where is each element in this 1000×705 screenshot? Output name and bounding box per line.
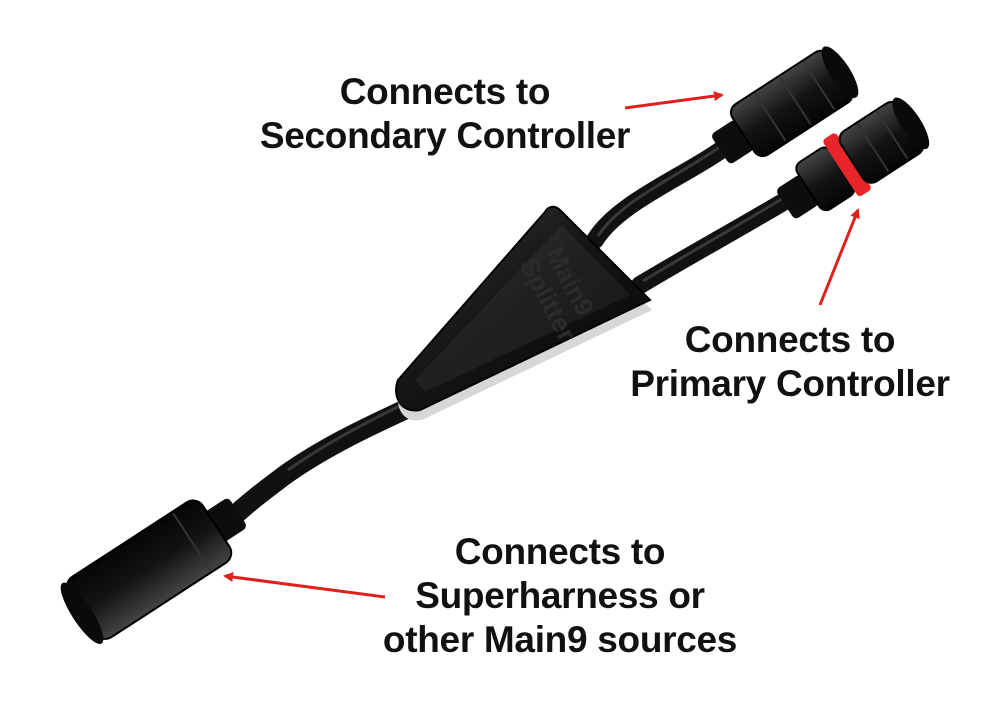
source-label-line3: other Main9 sources xyxy=(382,619,738,660)
secondary-label-line1: Connects to xyxy=(339,71,551,112)
source-label-line2: Superharness or xyxy=(415,575,705,616)
primary-arrow xyxy=(818,208,860,306)
source-arrow xyxy=(223,572,386,599)
primary-controller-label: Connects to Primary Controller xyxy=(625,318,955,406)
secondary-connector xyxy=(712,46,859,164)
cables xyxy=(220,131,804,530)
callout-arrows xyxy=(223,91,860,599)
secondary-controller-label: Connects to Secondary Controller xyxy=(250,70,640,158)
primary-label-line2: Primary Controller xyxy=(630,363,950,404)
source-cable xyxy=(220,395,425,530)
primary-connector xyxy=(777,97,930,219)
primary-label-line1: Connects to xyxy=(684,319,896,360)
source-label: Connects to Superharness or other Main9 … xyxy=(375,530,745,662)
secondary-arrow xyxy=(624,91,724,110)
splitter-body: Main9 Splitter xyxy=(395,205,652,421)
secondary-label-line2: Secondary Controller xyxy=(259,115,631,156)
source-connector xyxy=(60,498,246,644)
primary-cable xyxy=(631,186,804,294)
primary-red-ring xyxy=(823,133,871,197)
source-label-line1: Connects to xyxy=(454,531,666,572)
